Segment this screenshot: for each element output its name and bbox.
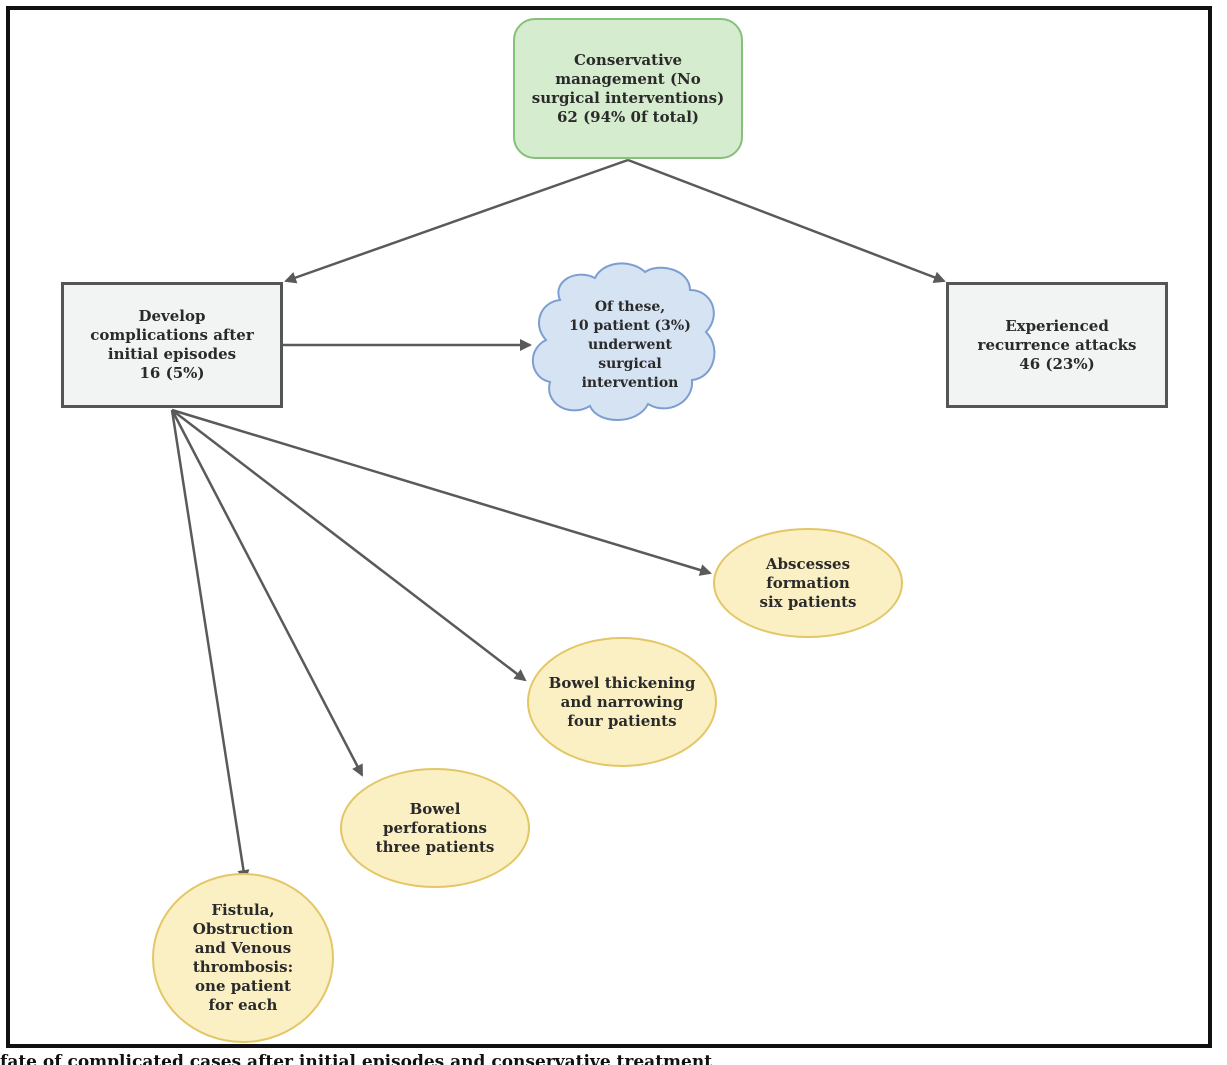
arrow-to-bowel-perforations xyxy=(170,409,364,777)
figure-caption: fate of complicated cases after initial … xyxy=(0,1052,713,1065)
abscesses-node: Abscesses formation six patients xyxy=(713,528,903,638)
fistula-text: Fistula, Obstruction and Venous thrombos… xyxy=(192,901,294,1014)
bowel-perforations-text: Bowel perforations three patients xyxy=(375,799,495,856)
arrow-to-abscesses xyxy=(171,408,712,576)
bowel-thickening-node: Bowel thickening and narrowing four pati… xyxy=(527,637,717,767)
conservative-management-node: Conservative management (No surgical int… xyxy=(513,18,743,159)
cloud-shape xyxy=(531,262,716,421)
arrow-to-fistula xyxy=(170,409,250,882)
arrow-to-bowel-thickening xyxy=(171,409,527,682)
recurrence-text: Experienced recurrence attacks 46 (23%) xyxy=(977,316,1137,373)
diagram-frame xyxy=(6,6,1212,1048)
complications-node: Develop complications after initial epis… xyxy=(61,282,283,408)
surgery-cloud-node: Of these, 10 patient (3%) underwent surg… xyxy=(548,280,712,410)
conservative-management-text: Conservative management (No surgical int… xyxy=(531,50,725,126)
recurrence-node: Experienced recurrence attacks 46 (23%) xyxy=(946,282,1168,408)
complications-text: Develop complications after initial epis… xyxy=(90,307,254,382)
surgery-cloud-text: Of these, 10 patient (3%) underwent surg… xyxy=(569,298,691,391)
fistula-node: Fistula, Obstruction and Venous thrombos… xyxy=(152,873,334,1043)
abscesses-text: Abscesses formation six patients xyxy=(759,554,857,611)
bowel-thickening-text: Bowel thickening and narrowing four pati… xyxy=(548,673,696,730)
bowel-perforations-node: Bowel perforations three patients xyxy=(340,768,530,888)
arrow-conservative-to-recurrence xyxy=(627,158,946,284)
arrow-conservative-to-complications xyxy=(284,158,629,284)
